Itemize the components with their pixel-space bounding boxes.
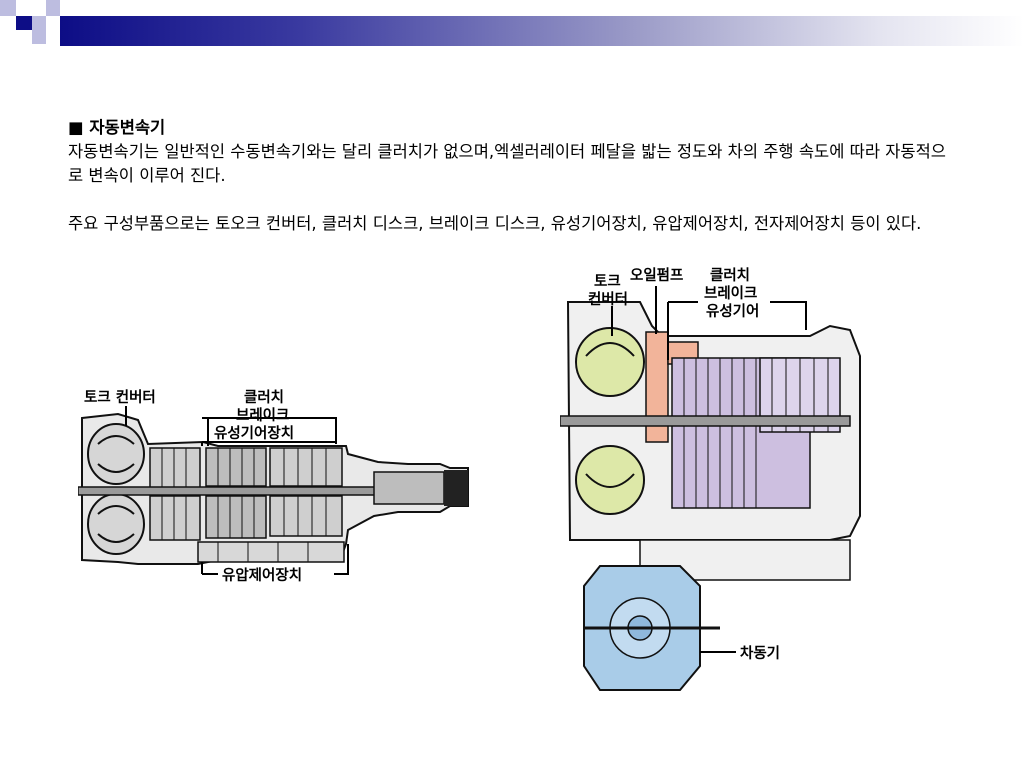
label-oil-pump: 오일펌프 bbox=[630, 266, 683, 284]
header-square bbox=[46, 30, 60, 44]
torque-converter-lower bbox=[575, 445, 645, 515]
label-clutch: 클러치 bbox=[710, 267, 750, 284]
slide-text: ■ 자동변속기 자동변속기는 일반적인 수동변속기와는 달리 클러치가 없으며,… bbox=[68, 116, 958, 236]
transaxle-housing bbox=[560, 301, 861, 691]
label-torque-converter: 토크 컨버터 bbox=[84, 389, 156, 406]
leader-lines bbox=[125, 406, 349, 575]
header-square bbox=[46, 0, 60, 16]
transmission-diagram-left: 토크 컨버터 클러치 브레이크 유성기어장치 유압제어장치 bbox=[78, 384, 478, 596]
components-paragraph: 주요 구성부품으로는 토오크 컨버터, 클러치 디스크, 브레이크 디스크, 유… bbox=[68, 214, 922, 233]
label-converter: 컨버터 bbox=[588, 291, 628, 308]
header-square bbox=[16, 16, 32, 30]
torque-converter-upper bbox=[575, 327, 645, 397]
slide-heading: ■ 자동변속기 bbox=[68, 118, 166, 137]
transmission-body bbox=[78, 412, 469, 565]
label-differential: 차동기 bbox=[740, 645, 780, 662]
transaxle-diagram-right: 토크 컨버터 오일펌프 클러치 브레이크 유성기어 차동기 bbox=[560, 266, 870, 708]
label-torque: 토크 bbox=[594, 274, 621, 290]
label-brake: 브레이크 bbox=[236, 407, 289, 424]
leader-lines bbox=[611, 286, 807, 653]
header-square bbox=[16, 0, 32, 16]
label-brake: 브레이크 bbox=[704, 285, 757, 302]
label-planetary-gear-set: 유성기어장치 bbox=[214, 424, 294, 442]
header-square bbox=[0, 0, 16, 16]
label-hydraulic-control: 유압제어장치 bbox=[222, 566, 302, 584]
header-gradient-bar bbox=[60, 16, 1024, 46]
intro-paragraph: 자동변속기는 일반적인 수동변속기와는 달리 클러치가 없으며,엑셀러레이터 페… bbox=[68, 142, 946, 185]
header-square bbox=[32, 16, 46, 30]
header-square bbox=[32, 30, 46, 44]
label-planetary-gear: 유성기어 bbox=[706, 302, 759, 320]
label-clutch: 클러치 bbox=[244, 389, 284, 406]
